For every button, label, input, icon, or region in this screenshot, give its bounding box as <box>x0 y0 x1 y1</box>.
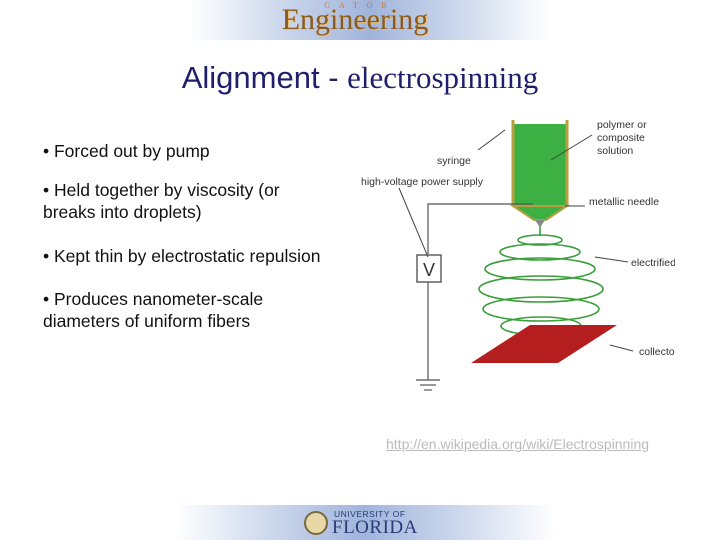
source-link[interactable]: http://en.wikipedia.org/wiki/Electrospin… <box>386 436 650 452</box>
uf-university-text: UNIVERSITY OF <box>334 509 406 519</box>
electrospinning-diagram: V polymer or composite solution syringe … <box>361 119 675 391</box>
bullet-item: • Forced out by pump <box>43 141 210 161</box>
bullet-item: • Produces nanometer-scale diameters of … <box>43 289 264 331</box>
label-polymer: polymer or composite solution <box>597 119 650 157</box>
slide-title: Alignment - electrospinning <box>0 60 720 96</box>
label-needle: metallic needle <box>589 196 659 208</box>
title-part-2: electrospinning <box>347 60 539 95</box>
label-hv-supply: high-voltage power supply <box>361 176 484 188</box>
label-jet: electrified jet <box>631 257 675 269</box>
uf-logo: UNIVERSITY OF FLORIDA <box>300 508 418 538</box>
uf-florida-text: FLORIDA <box>332 517 418 538</box>
gator-wordmark: GATOR <box>324 1 396 10</box>
syringe <box>509 120 571 221</box>
header-banner <box>190 0 550 40</box>
label-syringe: syringe <box>437 155 471 167</box>
metallic-needle <box>535 220 545 226</box>
leader-lines <box>398 129 634 352</box>
bullet-item: • Held together by viscosity (or breaks … <box>43 180 280 222</box>
voltmeter-label: V <box>423 260 435 280</box>
collector-plate <box>471 325 617 363</box>
uf-seal-icon <box>304 511 328 535</box>
voltmeter-box <box>416 254 442 283</box>
footer-banner <box>175 505 555 540</box>
engineering-logo: Engineering <box>281 3 429 36</box>
bullet-item: • Kept thin by electrostatic repulsion <box>43 246 321 266</box>
polymer-fluid <box>513 124 567 206</box>
circuit-wires <box>416 203 533 391</box>
label-collector: collector <box>639 346 675 358</box>
electrified-jet <box>478 226 604 336</box>
title-part-1: Alignment - <box>181 60 348 95</box>
